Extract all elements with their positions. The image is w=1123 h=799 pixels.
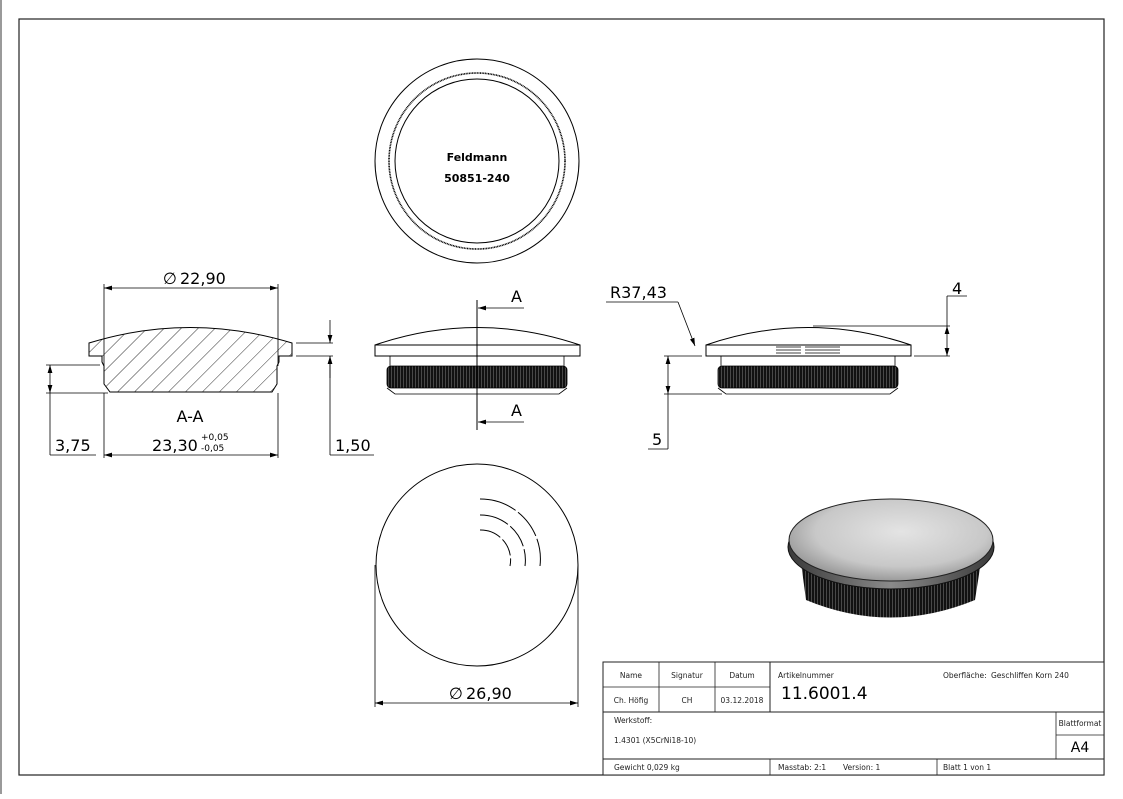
oberflaeche-value: Geschliffen Korn 240 — [991, 671, 1069, 680]
section-marker-bottom: A — [511, 401, 522, 420]
section-marker-top: A — [511, 287, 522, 306]
blattformat-label: Blattformat — [1059, 719, 1102, 728]
side-view: R37,43 4 5 — [606, 279, 967, 450]
dim-height-5: 5 — [652, 430, 662, 449]
massstab: Masstab: 2:1 — [778, 763, 826, 772]
dim-diameter-22-90: 22,90 — [180, 269, 226, 288]
dim-diameter-symbol: ∅ — [163, 269, 177, 288]
tolerance-upper: +0,05 — [201, 433, 229, 443]
sheet-border — [18, 18, 1105, 776]
gewicht: Gewicht 0,029 kg — [614, 763, 680, 772]
dim-flange-1-50: 1,50 — [335, 436, 371, 455]
blatt: Blatt 1 von 1 — [943, 763, 991, 772]
header-name: Name — [620, 671, 643, 680]
front-view: A A — [374, 287, 581, 430]
version: Version: 1 — [843, 763, 880, 772]
artikelnummer-label: Artikelnummer — [778, 671, 835, 680]
engraving-brand: Feldmann — [447, 151, 508, 164]
dim-diameter-symbol-2: ∅ — [449, 684, 463, 703]
dim-radius: R37,43 — [610, 283, 667, 302]
section-view-a-a: ∅ 22,90 1,50 3,75 23,30 +0,05 -0,05 A-A — [46, 269, 374, 458]
section-label: A-A — [177, 407, 204, 426]
oberflaeche-label: Oberfläche: — [943, 671, 987, 680]
value-datum: 03.12.2018 — [721, 696, 764, 705]
dim-diameter-26-90: 26,90 — [466, 684, 512, 703]
isometric-render — [787, 498, 995, 618]
werkstoff-value: 1.4301 (X5CrNi18-10) — [614, 736, 696, 745]
header-signatur: Signatur — [671, 671, 704, 680]
dim-height-4: 4 — [952, 279, 962, 298]
title-block: Name Signatur Datum Ch. Höfig CH 03.12.2… — [602, 661, 1105, 776]
werkstoff-label: Werkstoff: — [614, 716, 652, 725]
header-datum: Datum — [729, 671, 754, 680]
top-view: Feldmann 50851-240 — [374, 58, 580, 264]
engraving-code: 50851-240 — [444, 172, 510, 185]
artikelnummer-value: 11.6001.4 — [781, 684, 868, 704]
value-name: Ch. Höfig — [614, 696, 649, 705]
page-edge — [0, 0, 2, 794]
tolerance-lower: -0,05 — [201, 444, 224, 454]
value-signatur: CH — [682, 696, 693, 705]
blattformat-value: A4 — [1071, 740, 1090, 756]
dim-height-3-75: 3,75 — [55, 436, 91, 455]
dim-width-23-30: 23,30 — [152, 436, 198, 455]
bottom-view: ∅ 26,90 — [374, 463, 579, 707]
